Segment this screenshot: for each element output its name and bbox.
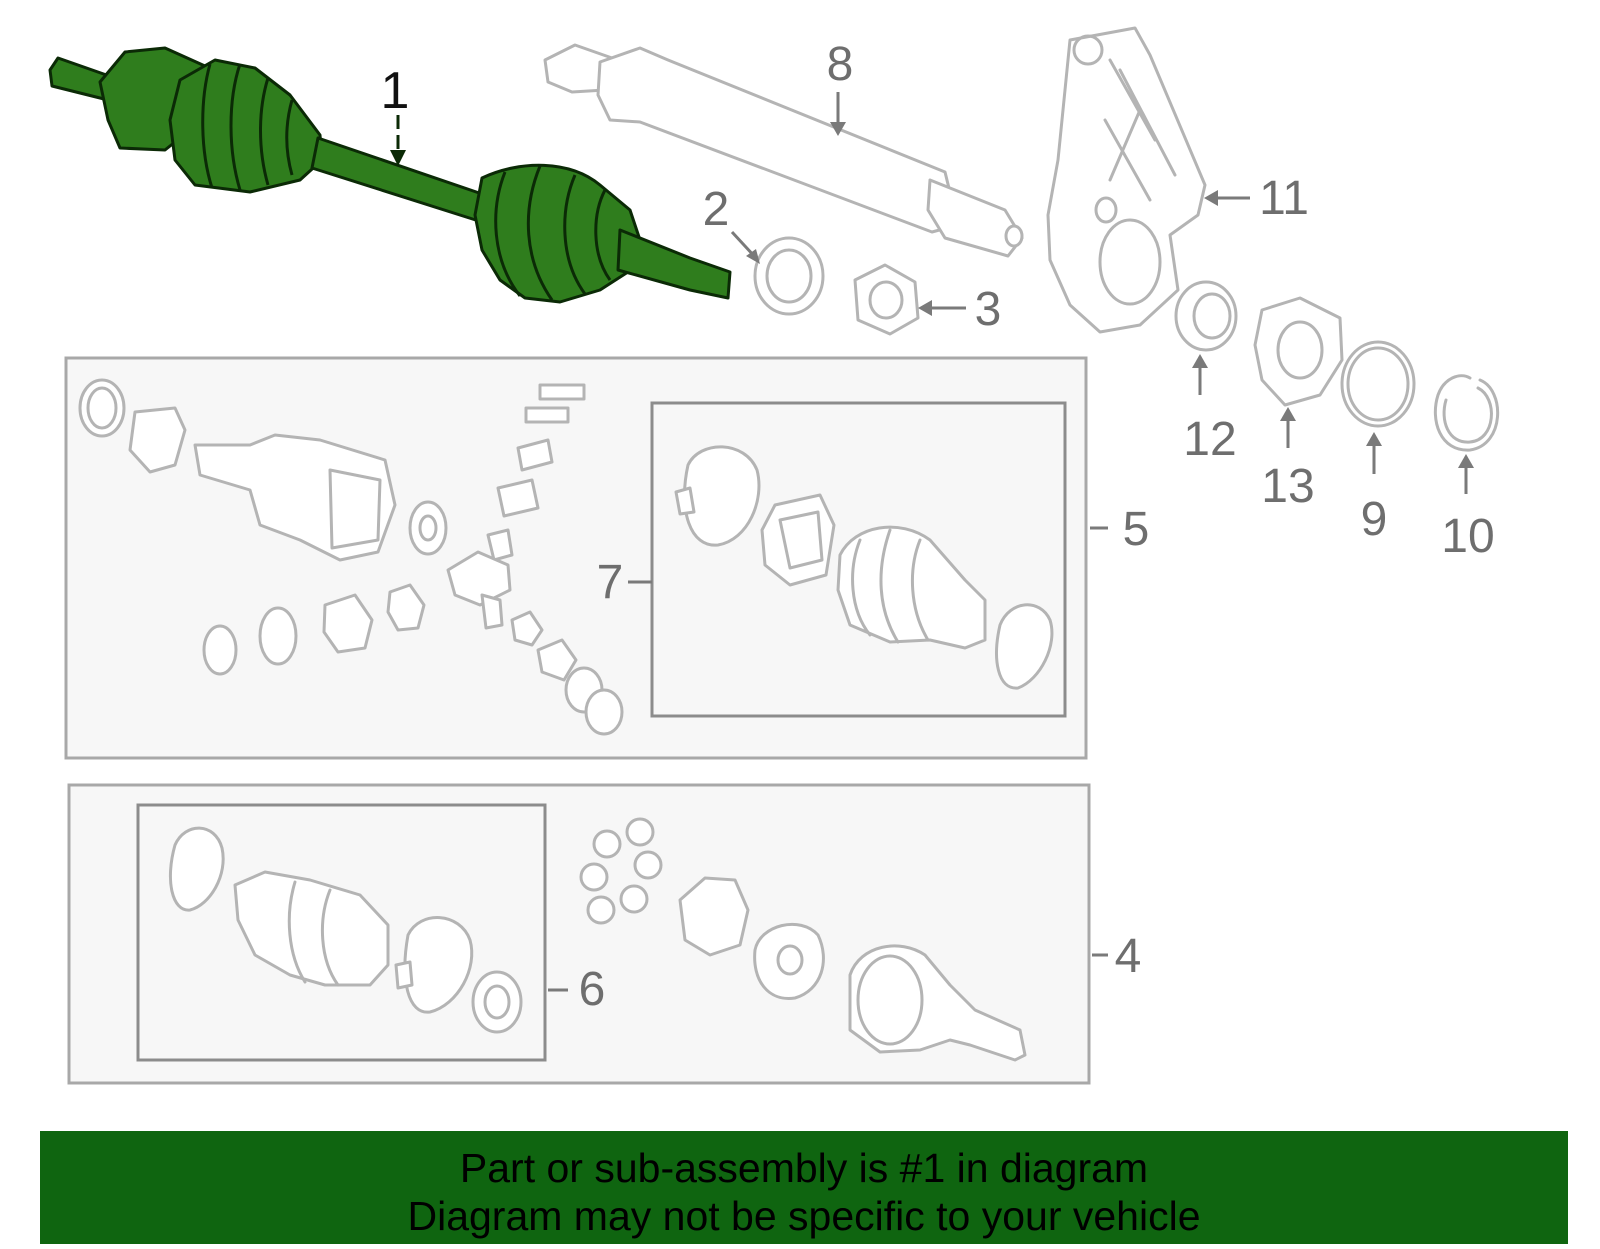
snap-ring[interactable]: 10 (1433, 374, 1500, 563)
callout-11: 11 (1259, 172, 1309, 225)
callout-8: 8 (827, 38, 854, 91)
bracket[interactable]: 11 (1046, 26, 1309, 334)
axle-shaft-assembly-highlighted[interactable]: 1 (48, 46, 732, 304)
banner-line-2: Diagram may not be specific to your vehi… (407, 1193, 1201, 1239)
callout-9: 9 (1361, 493, 1388, 546)
callout-4: 4 (1115, 930, 1142, 983)
flange-plate[interactable]: 13 (1253, 296, 1344, 513)
seal[interactable]: 2 (703, 183, 825, 316)
boot-kit-7[interactable] (674, 445, 1054, 690)
callout-12: 12 (1183, 413, 1236, 466)
outer-joint-kit-box[interactable]: 6 4 (67, 783, 1142, 1085)
callout-10: 10 (1441, 510, 1494, 563)
callout-3: 3 (975, 283, 1002, 336)
bearing[interactable]: 12 (1174, 280, 1238, 466)
callout-6: 6 (579, 963, 606, 1016)
intermediate-shaft[interactable]: 8 (543, 38, 1024, 258)
callout-1: 1 (381, 62, 410, 120)
o-ring[interactable]: 9 (1340, 340, 1416, 546)
info-banner: Part or sub-assembly is #1 in diagram Di… (40, 1131, 1568, 1244)
inner-joint-kit-box[interactable]: 7 5 (64, 356, 1150, 760)
hub-nut[interactable]: 3 (853, 263, 1002, 336)
callout-13: 13 (1261, 460, 1314, 513)
callout-7: 7 (597, 556, 624, 609)
callout-2: 2 (703, 183, 730, 236)
boot-kit-6[interactable] (168, 826, 523, 1034)
banner-line-1: Part or sub-assembly is #1 in diagram (459, 1145, 1149, 1191)
callout-5: 5 (1123, 503, 1150, 556)
